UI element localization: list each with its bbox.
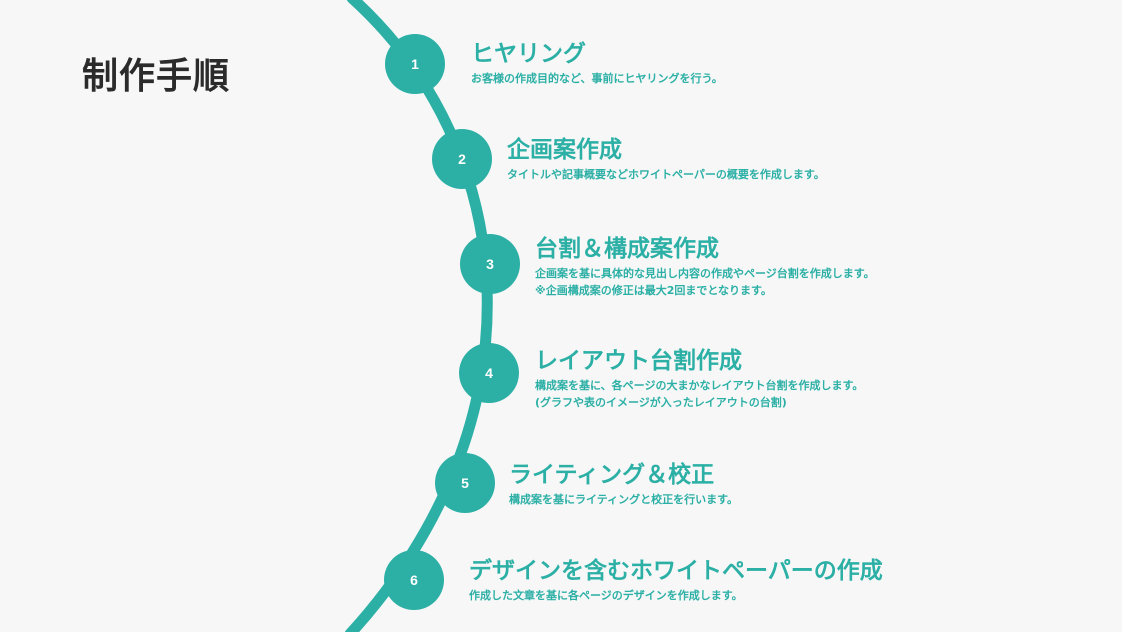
step-node-4: 4 [459,343,519,403]
timeline-curve [344,0,493,632]
step-title: 台割＆構成案作成 [535,236,719,262]
step-description: お客様の作成目的など、事前にヒヤリングを行う。 [471,70,723,87]
step-circle [435,453,495,513]
step-circle [459,343,519,403]
step-description-line: 企画案を基に具体的な見出し内容の作成やページ台割を作成します。 [535,267,875,280]
step-description-line: 構成案を基にライティングと校正を行います。 [509,493,739,506]
step-5-text: ライティング＆校正 構成案を基にライティングと校正を行います。 [509,461,738,508]
step-title: デザインを含むホワイトペーパーの作成 [469,558,883,584]
step-description: 企画案を基に具体的な見出し内容の作成やページ台割を作成します。 ※企画構成案の修… [535,265,875,299]
step-node-5: 5 [435,453,495,513]
step-number: 4 [485,365,493,381]
step-title: 企画案作成 [507,137,622,163]
step-description: 構成案を基に、各ページの大まかなレイアウト台割を作成します。 (グラフや表のイメ… [535,377,863,411]
step-title: ライティング＆校正 [509,462,715,488]
step-circle [432,129,492,189]
step-description-line: お客様の作成目的など、事前にヒヤリングを行う。 [471,72,723,85]
page-title: 制作手順 [82,56,231,97]
step-description-line: タイトルや記事概要などホワイトペーパーの概要を作成します。 [507,168,825,181]
step-description: 構成案を基にライティングと校正を行います。 [509,491,738,508]
step-circle [384,550,444,610]
step-4-text: レイアウト台割作成 構成案を基に、各ページの大まかなレイアウト台割を作成します。… [535,347,863,411]
step-number: 2 [458,151,466,167]
step-6-text: デザインを含むホワイトペーパーの作成 作成した文章を基に各ページのデザインを作成… [469,557,883,604]
step-number: 6 [410,572,418,588]
step-node-1: 1 [385,34,445,94]
step-node-2: 2 [432,129,492,189]
step-title: レイアウト台割作成 [535,348,742,374]
step-node-6: 6 [384,550,444,610]
step-description-line: (グラフや表のイメージが入ったレイアウトの台割) [535,396,787,409]
step-number: 1 [411,56,419,72]
step-2-text: 企画案作成 タイトルや記事概要などホワイトペーパーの概要を作成します。 [507,136,825,183]
step-number: 5 [461,475,469,491]
step-3-text: 台割＆構成案作成 企画案を基に具体的な見出し内容の作成やページ台割を作成します。… [535,235,875,299]
step-description: 作成した文章を基に各ページのデザインを作成します。 [469,587,883,604]
step-circle [460,234,520,294]
step-title: ヒヤリング [471,41,586,67]
step-circle [385,34,445,94]
step-description: タイトルや記事概要などホワイトペーパーの概要を作成します。 [507,166,825,183]
step-description-line: 作成した文章を基に各ページのデザインを作成します。 [469,589,743,602]
step-1-text: ヒヤリング お客様の作成目的など、事前にヒヤリングを行う。 [471,40,723,87]
step-node-3: 3 [460,234,520,294]
step-number: 3 [486,256,494,272]
step-description-line: 構成案を基に、各ページの大まかなレイアウト台割を作成します。 [535,379,864,392]
step-description-line: ※企画構成案の修正は最大2回までとなります。 [535,284,772,297]
